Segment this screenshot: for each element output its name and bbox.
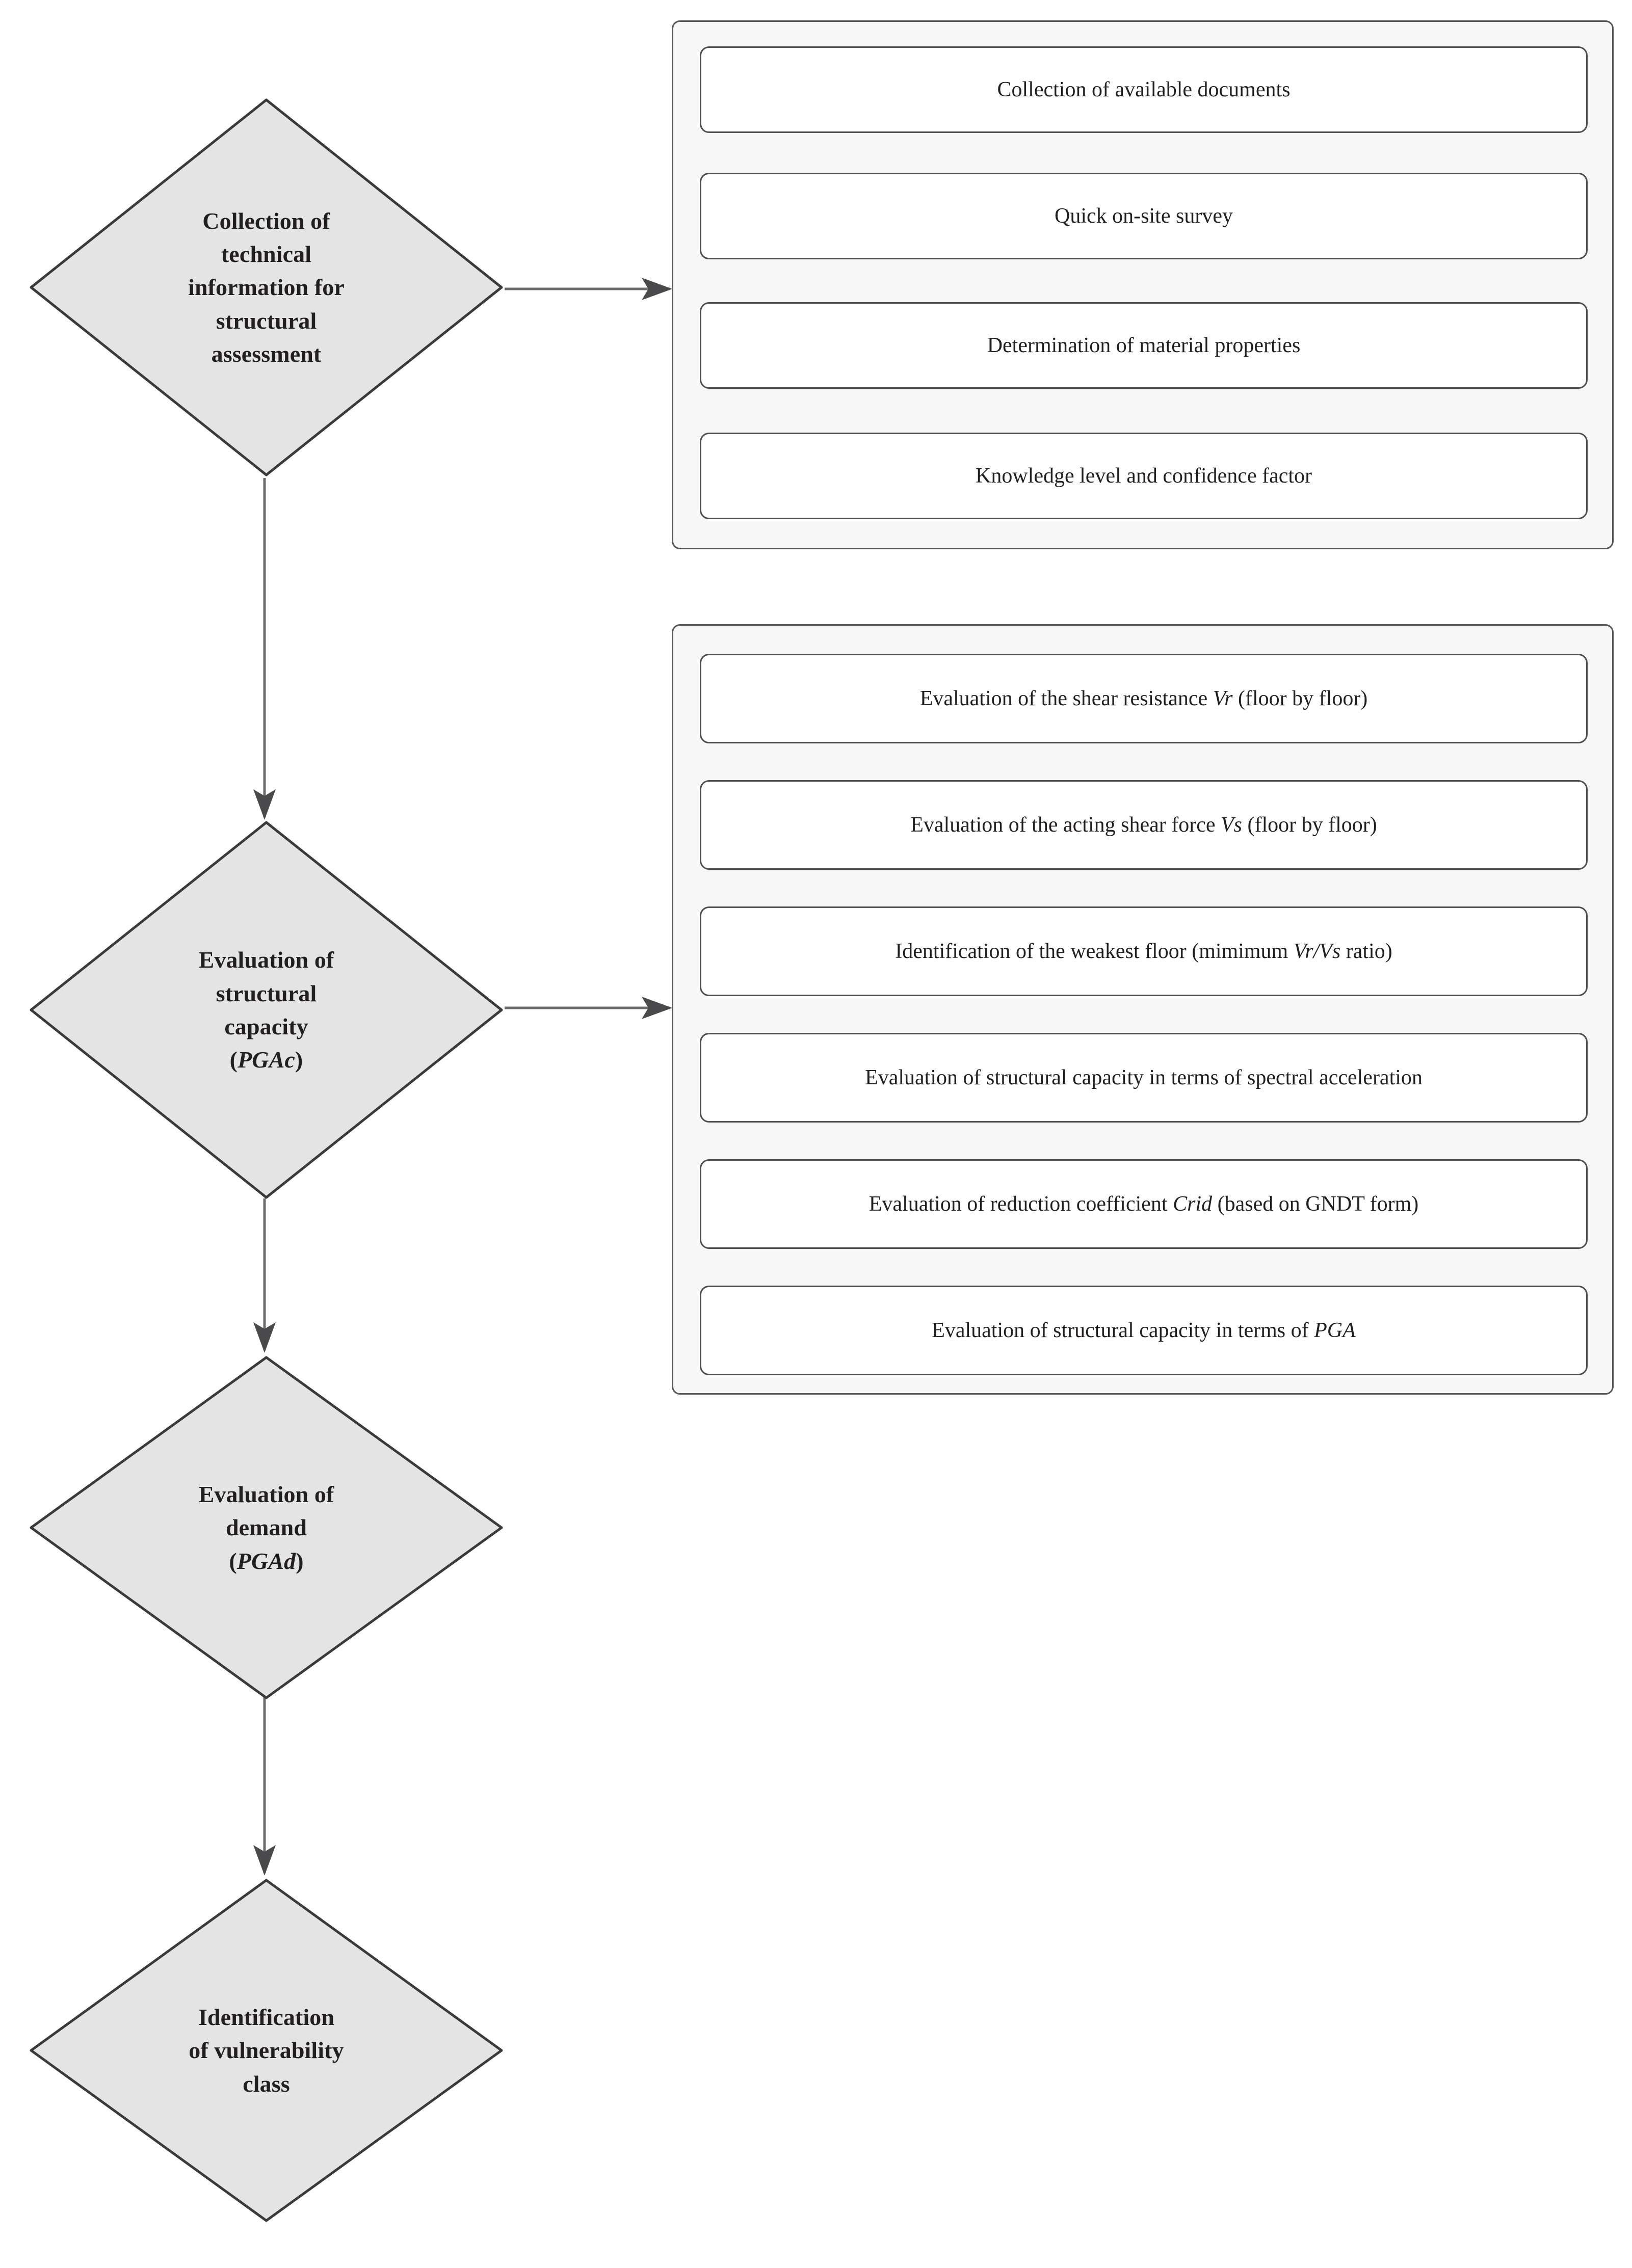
diamond-shape: [30, 1356, 503, 1699]
step-quick-on-site-survey[interactable]: Quick on-site survey: [700, 173, 1588, 259]
node-label: Identification of vulnerability class: [189, 2004, 344, 2097]
node-identification-of-vulnerability-class[interactable]: Identification of vulnerability class: [28, 1877, 505, 2224]
diamond-shape: [30, 1879, 503, 2222]
step-determination-of-material-properties[interactable]: Determination of material properties: [700, 302, 1588, 389]
node-evaluation-of-demand[interactable]: Evaluation of demand (PGAd): [28, 1354, 505, 1701]
diamond-shape: [30, 821, 503, 1199]
node-label: Collection of technical information for …: [188, 207, 345, 367]
group-structural-capacity-steps: Evaluation of the shear resistance Vr (f…: [672, 624, 1614, 1395]
group-technical-information-steps: Collection of available documents Quick …: [672, 20, 1614, 549]
step-shear-resistance[interactable]: Evaluation of the shear resistance Vr (f…: [700, 654, 1588, 743]
step-weakest-floor[interactable]: Identification of the weakest floor (mim…: [700, 906, 1588, 996]
step-capacity-spectral-acceleration[interactable]: Evaluation of structural capacity in ter…: [700, 1033, 1588, 1123]
step-reduction-coefficient-crid[interactable]: Evaluation of reduction coefficient Crid…: [700, 1159, 1588, 1249]
step-knowledge-level-and-confidence-factor[interactable]: Knowledge level and confidence factor: [700, 433, 1588, 519]
step-collection-of-available-documents[interactable]: Collection of available documents: [700, 46, 1588, 133]
node-label: Evaluation of demand (PGAd): [198, 1481, 334, 1574]
step-acting-shear-force[interactable]: Evaluation of the acting shear force Vs …: [700, 780, 1588, 870]
node-collection-of-technical-information[interactable]: Collection of technical information for …: [28, 97, 505, 478]
step-capacity-pga[interactable]: Evaluation of structural capacity in ter…: [700, 1286, 1588, 1375]
diamond-shape: [30, 98, 503, 476]
node-evaluation-of-structural-capacity[interactable]: Evaluation of structural capacity (PGAc): [28, 819, 505, 1200]
node-label: Evaluation of structural capacity (PGAc): [198, 947, 334, 1073]
